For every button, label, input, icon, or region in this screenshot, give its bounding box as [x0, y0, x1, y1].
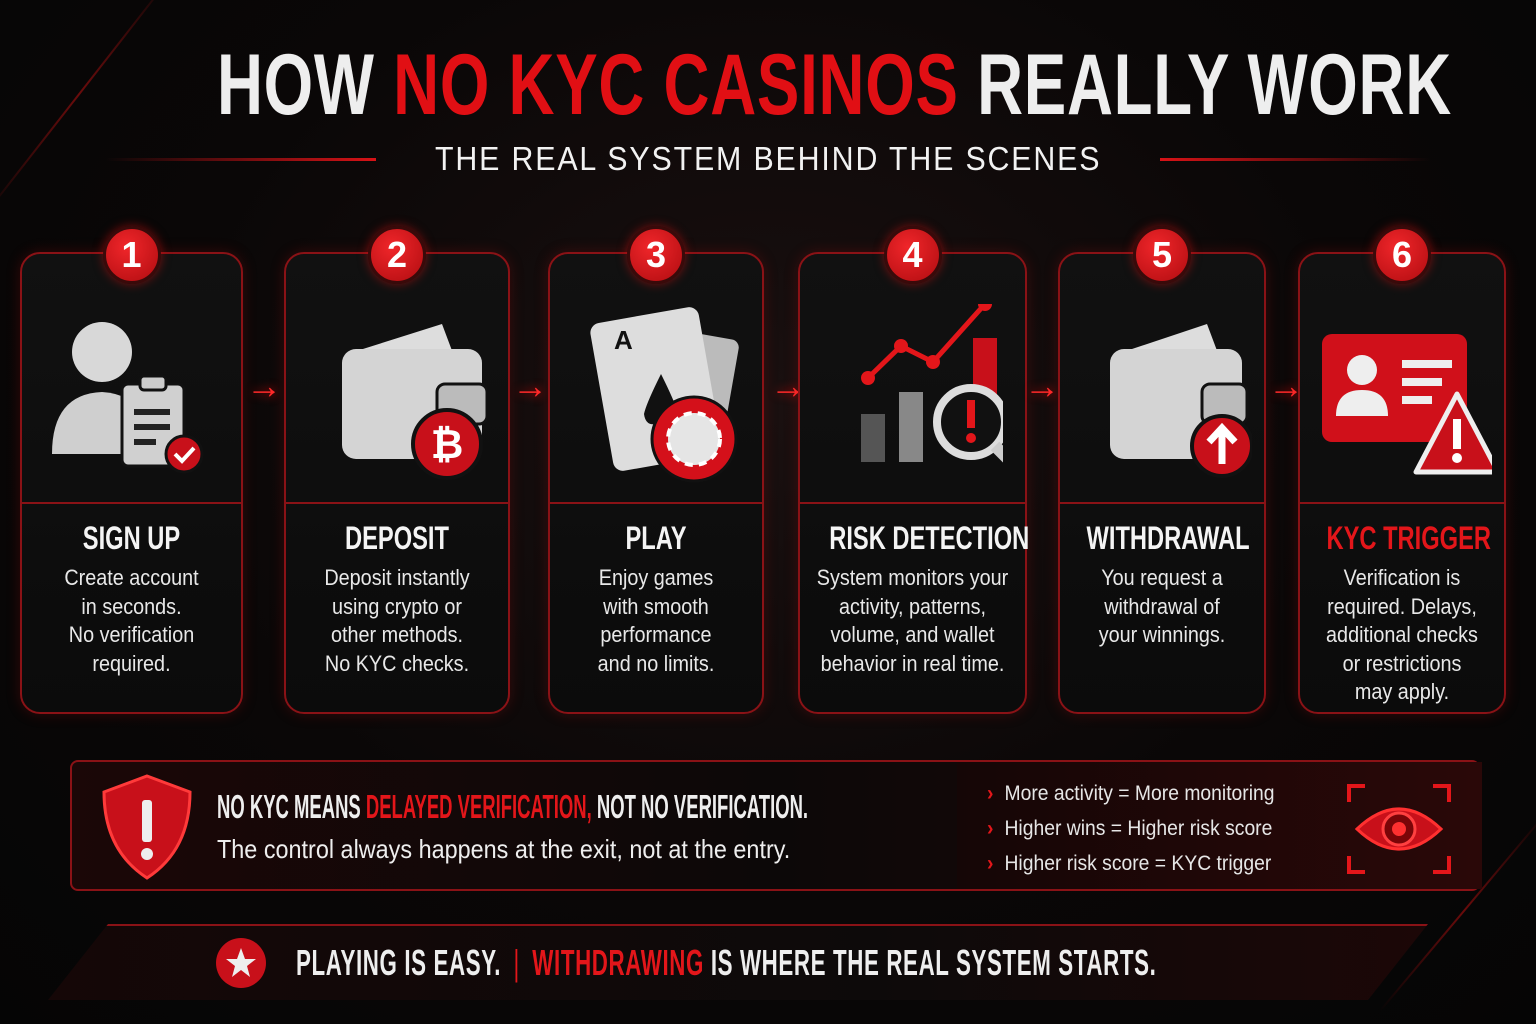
- arrow-right-icon: →: [1024, 365, 1060, 406]
- step-title: PLAY: [625, 520, 687, 556]
- cards-chip-icon: A: [590, 307, 739, 483]
- rule-item: › Higher risk score = KYC trigger: [987, 852, 1271, 876]
- footer-part: IS WHERE THE REAL SYSTEM STARTS.: [704, 942, 1157, 983]
- step-number-badge: 6: [1373, 226, 1431, 284]
- rules-list: › More activity = More monitoring › Higher…: [957, 762, 1482, 889]
- arrow-right-icon: →: [512, 365, 548, 406]
- step-description: Create account in seconds. No verificati…: [64, 565, 199, 676]
- divider: [1300, 502, 1504, 504]
- footer-separator: |: [513, 942, 520, 983]
- divider: [1160, 157, 1431, 161]
- rule-item: › More activity = More monitoring: [987, 782, 1275, 806]
- step-card-kyc-trigger: 6 KYC TRIGGER Verification is required. …: [1298, 226, 1506, 714]
- footer-banner: PLAYING IS EASY. | WITHDRAWING IS WHERE TH…: [48, 924, 1428, 1000]
- eye-scan-icon: [1347, 784, 1451, 874]
- footer-text: PLAYING IS EASY. | WITHDRAWING IS WHERE TH…: [296, 942, 1156, 984]
- svg-text:A: A: [614, 325, 633, 355]
- title-part: HOW: [216, 37, 394, 133]
- star-icon: [216, 938, 266, 988]
- step-title: SIGN UP: [82, 520, 181, 556]
- chevron-right-icon: ›: [987, 852, 994, 875]
- wallet-bitcoin-icon: ₿: [342, 324, 487, 480]
- step-number-badge: 1: [102, 226, 161, 284]
- divider: [800, 502, 1025, 504]
- step-card-deposit: 2 ₿ DEPOSIT Deposit instantly using cryp…: [284, 226, 510, 714]
- step-number-badge: 5: [1133, 226, 1191, 284]
- divider: [22, 502, 241, 504]
- page-title: HOW NO KYC CASINOS REALLY WORK: [0, 36, 1536, 135]
- step-title: KYC TRIGGER: [1326, 520, 1491, 556]
- rule-text: Higher risk score = KYC trigger: [1004, 852, 1272, 875]
- arrow-right-icon: →: [246, 365, 282, 406]
- divider: [286, 502, 508, 504]
- step-description: You request a withdrawal of your winning…: [1098, 565, 1226, 647]
- step-title: WITHDRAWAL: [1086, 520, 1250, 556]
- step-description: Enjoy games with smooth performance and …: [597, 565, 715, 676]
- chart-magnifier-alert-icon: [860, 304, 1003, 463]
- footer-highlight: WITHDRAWING: [532, 942, 705, 983]
- step-title: DEPOSIT: [345, 520, 449, 556]
- svg-text:₿: ₿: [431, 423, 464, 467]
- subtitle-row: THE REAL SYSTEM BEHIND THE SCENES: [0, 140, 1536, 178]
- shield-alert-icon: [102, 774, 192, 880]
- step-description: Verification is required. Delays, additi…: [1326, 565, 1478, 704]
- step-description: Deposit instantly using crypto or other …: [324, 565, 470, 676]
- heading-part: NOT NO VERIFICATION.: [591, 788, 809, 825]
- step-card-play: 3 A PLAY Enjoy games with smooth perform…: [548, 226, 764, 714]
- heading-highlight: DELAYED VERIFICATION,: [365, 788, 592, 825]
- info-heading: NO KYC MEANS DELAYED VERIFICATION, NOT N…: [217, 788, 808, 826]
- divider: [550, 502, 762, 504]
- footer-part: PLAYING IS EASY.: [296, 942, 502, 983]
- wallet-upload-icon: [1110, 324, 1252, 478]
- title-part: REALLY WORK: [958, 37, 1452, 133]
- rule-text: More activity = More monitoring: [1004, 782, 1275, 805]
- step-card-withdrawal: 5 WITHDRAWAL You request a withdrawal of…: [1058, 226, 1266, 714]
- step-card-risk-detection: 4 RISK DETECTION System monitors your ac…: [798, 226, 1030, 714]
- step-card-sign-up: 1 SIGN UP Create account in seconds. No …: [20, 226, 243, 714]
- step-title: RISK DETECTION: [829, 520, 1030, 556]
- subtitle: THE REAL SYSTEM BEHIND THE SCENES: [434, 140, 1102, 177]
- chevron-right-icon: ›: [987, 817, 994, 840]
- rule-text: Higher wins = Higher risk score: [1004, 817, 1273, 840]
- info-subtext: The control always happens at the exit, …: [217, 834, 791, 864]
- info-panel: › More activity = More monitoring › Higher…: [70, 760, 1482, 891]
- rule-item: › Higher wins = Higher risk score: [987, 817, 1272, 841]
- divider: [1060, 502, 1264, 504]
- step-description: System monitors your activity, patterns,…: [816, 565, 1009, 676]
- step-number-badge: 4: [883, 226, 942, 284]
- chevron-right-icon: ›: [987, 782, 994, 805]
- title-highlight: NO KYC CASINOS: [393, 37, 959, 133]
- id-card-warning-icon: [1322, 334, 1492, 475]
- step-number-badge: 3: [627, 226, 685, 284]
- heading-part: NO KYC MEANS: [217, 788, 366, 825]
- divider: [105, 157, 376, 161]
- user-clipboard-check-icon: [51, 322, 203, 474]
- footer-background: [48, 924, 1428, 1000]
- step-number-badge: 2: [368, 226, 426, 284]
